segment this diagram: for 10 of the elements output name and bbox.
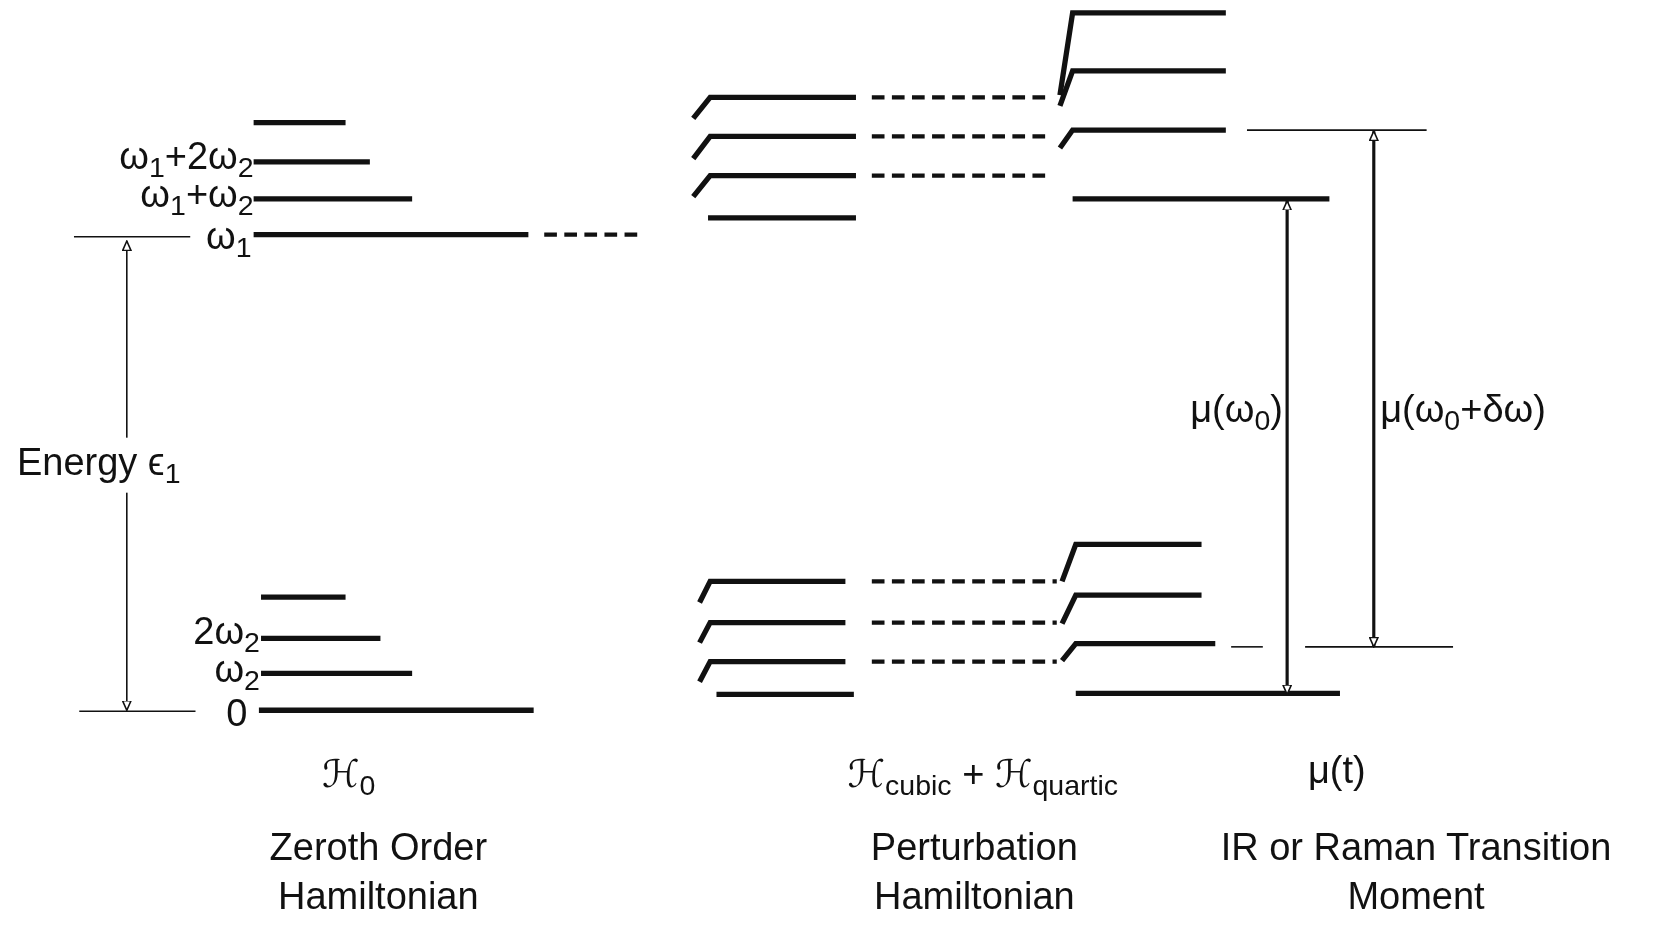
level-label: μ(ω$_{0}$): [1190, 386, 1283, 439]
hamiltonian-symbol: ℋ$_{cubic}$ + ℋ$_{quartic}$: [847, 751, 1119, 803]
level-label: μ(ω$_{0}$+δω): [1380, 386, 1546, 439]
caption: Perturbation Hamiltonian: [869, 824, 1079, 919]
moment-symbol: μ(t): [1307, 748, 1366, 794]
caption: Zeroth Order Hamiltonian: [268, 824, 489, 919]
level-label: ω$_{1}$: [205, 214, 252, 266]
level-label: 0: [226, 691, 248, 737]
caption: IR or Raman Transition Moment: [1219, 824, 1613, 919]
hamiltonian-symbol: ℋ$_{0}$: [322, 751, 376, 803]
